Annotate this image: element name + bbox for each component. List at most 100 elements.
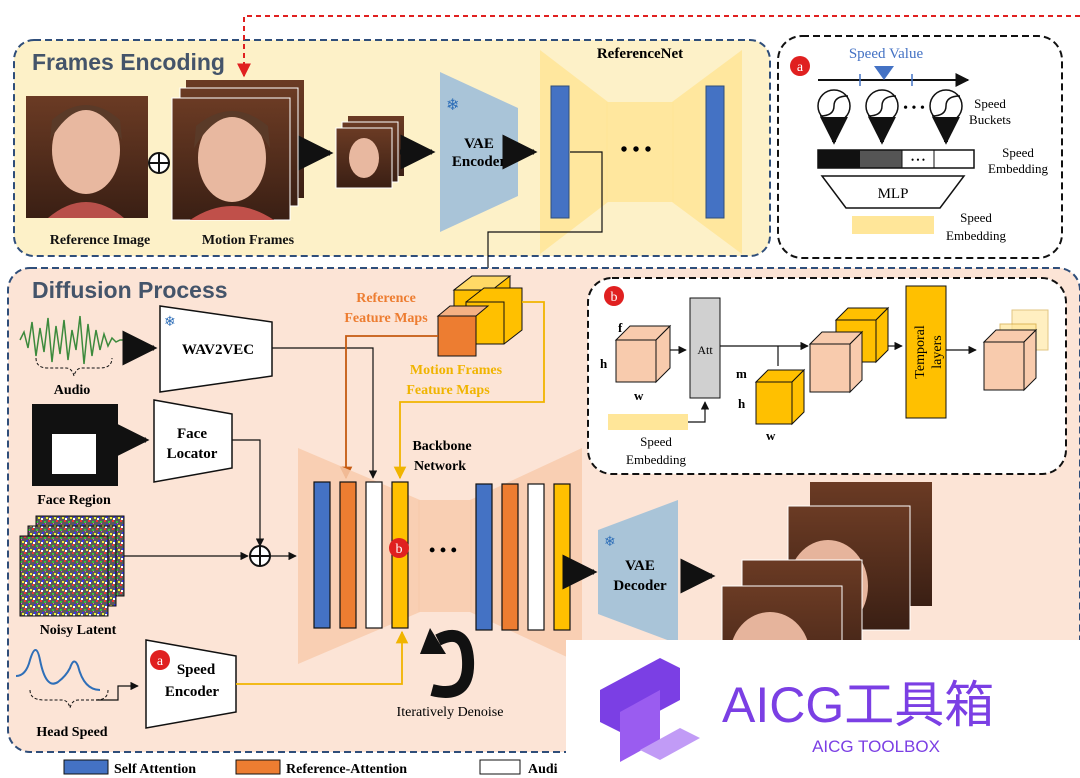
audio-brace (35, 357, 113, 377)
output-feature-cube (982, 309, 1049, 392)
speed-to-backbone (236, 630, 409, 685)
panel-b-speed-embedding-bar (608, 414, 688, 430)
speed-embedding-bottom-1: Speed (960, 210, 992, 225)
speed-value-label: Speed Value (849, 46, 924, 62)
dim-m: m (736, 366, 747, 381)
badge-b-panel-text: b (611, 290, 618, 305)
legend-self-attention-swatch (63, 759, 109, 775)
dim-w-2: w (766, 428, 776, 443)
ref-maps-to-backbone (339, 335, 438, 480)
badge-a-top (790, 56, 810, 76)
small-motion-frames (335, 116, 404, 189)
snowflake-icon: ❄ (446, 97, 459, 114)
iterative-denoise-arrow (430, 630, 475, 698)
mlp-label: MLP (878, 186, 909, 202)
dim-h-2: h (738, 396, 746, 411)
badge-a-bottom (150, 650, 170, 670)
temporal-layers-block (905, 285, 947, 419)
audio-label: Audio (54, 383, 91, 398)
motion-feature-cube (754, 368, 806, 426)
legend-reference-attention-swatch (235, 759, 281, 775)
wav2vec-block (159, 305, 273, 393)
vae-decoder-label-2: Decoder (613, 578, 667, 594)
noisy-latent-image (19, 515, 125, 617)
temporal-layers-label-2: layers (930, 335, 945, 368)
legend-self-attention: Self Attention (114, 762, 196, 777)
badge-b-backbone (389, 538, 409, 558)
speed-embedding-bar (852, 216, 934, 234)
mlp-block (820, 175, 966, 209)
speed-encoder-label-2: Encoder (165, 684, 220, 700)
speed-embedding-right-2: Embedding (988, 161, 1048, 176)
reference-feature-maps-label-2: Feature Maps (344, 311, 428, 326)
backbone-label-2: Network (414, 459, 466, 474)
referencenet-to-maps-line (487, 151, 603, 280)
aicg-logo-icon (600, 658, 700, 762)
vae-decoder (598, 500, 678, 644)
speed-buckets-label-1: Speed (974, 96, 1006, 111)
vae-encoder-label-1: VAE (464, 136, 494, 152)
speed-embedding-right-1: Speed (1002, 145, 1034, 160)
speed-encoder-label-1: Speed (177, 662, 216, 678)
referencenet-label: ReferenceNet (597, 46, 683, 62)
speed-buckets-label-2: Buckets (969, 112, 1011, 127)
badge-a-bottom-text: a (157, 654, 164, 669)
face-locator-to-sum (232, 439, 265, 547)
face-region-label: Face Region (37, 493, 111, 508)
panel-b-speed-embedding-2: Embedding (626, 452, 686, 467)
referencenet-shape (540, 50, 742, 254)
dim-f: f (618, 320, 623, 335)
dim-h-1: h (600, 356, 608, 371)
snowflake-icon: ❄ (164, 315, 176, 330)
buckets-dots: • • • (903, 101, 925, 116)
motion-feature-maps-cube (452, 275, 523, 345)
motion-feature-maps-label-2: Feature Maps (406, 383, 490, 398)
attention-label: Att (697, 343, 713, 357)
speed-embedding-bottom-2: Embedding (946, 228, 1006, 243)
backbone-label-1: Backbone (412, 439, 471, 454)
vae-decoder-label-1: VAE (625, 558, 655, 574)
dim-w-1: w (634, 388, 644, 403)
motion-feature-maps-label-1: Motion Frames (410, 363, 503, 378)
vae-encoder (440, 72, 518, 232)
vector-cell-dots: • • • (911, 155, 925, 165)
badge-a-top-text: a (797, 60, 804, 75)
snowflake-icon: ❄ (604, 535, 616, 550)
badge-b-panel (604, 286, 624, 306)
referencenet-layer-right (705, 85, 725, 219)
referencenet-ellipsis: • • • (620, 139, 651, 161)
wav2vec-to-backbone (272, 347, 378, 479)
legend-audio-attention: Audi (528, 762, 558, 777)
reference-image-label: Reference Image (50, 233, 150, 248)
panel-b-speed-embedding-1: Speed (640, 434, 672, 449)
audio-waveform (19, 315, 124, 365)
motion-frames (171, 80, 304, 221)
sum-operator (249, 545, 271, 567)
feedback-loop-top (237, 15, 1080, 78)
backbone-layers-left (313, 481, 409, 629)
legend-reference-attention: Reference-Attention (286, 762, 407, 777)
face-locator-label-1: Face (177, 426, 207, 442)
frames-encoding-title: Frames Encoding (32, 49, 225, 75)
diffusion-process-title: Diffusion Process (32, 277, 228, 303)
referencenet-layer-left (550, 85, 570, 219)
legend-audio-attention-swatch (479, 759, 521, 775)
face-locator-label-2: Locator (167, 446, 218, 462)
speed-embedding-vector (817, 149, 975, 169)
badge-b-backbone-text: b (396, 542, 403, 557)
temporal-layers-label-1: Temporal (913, 325, 928, 379)
watermark-subtitle: AICG TOOLBOX (812, 737, 940, 756)
backbone-layers-right (475, 483, 571, 631)
backbone-ellipsis: • • • (429, 540, 457, 560)
reference-image (26, 96, 148, 218)
iterative-denoise-label: Iteratively Denoise (397, 705, 504, 720)
motion-maps-to-backbone (393, 301, 545, 480)
noisy-latent-label: Noisy Latent (40, 623, 117, 638)
wav2vec-label: WAV2VEC (182, 342, 254, 358)
watermark-title: AICG工具箱 (722, 677, 994, 733)
speed-value-marker (874, 66, 894, 80)
attention-block (689, 297, 721, 399)
reference-feature-maps-cube (436, 305, 490, 357)
concat-operator (148, 152, 170, 174)
